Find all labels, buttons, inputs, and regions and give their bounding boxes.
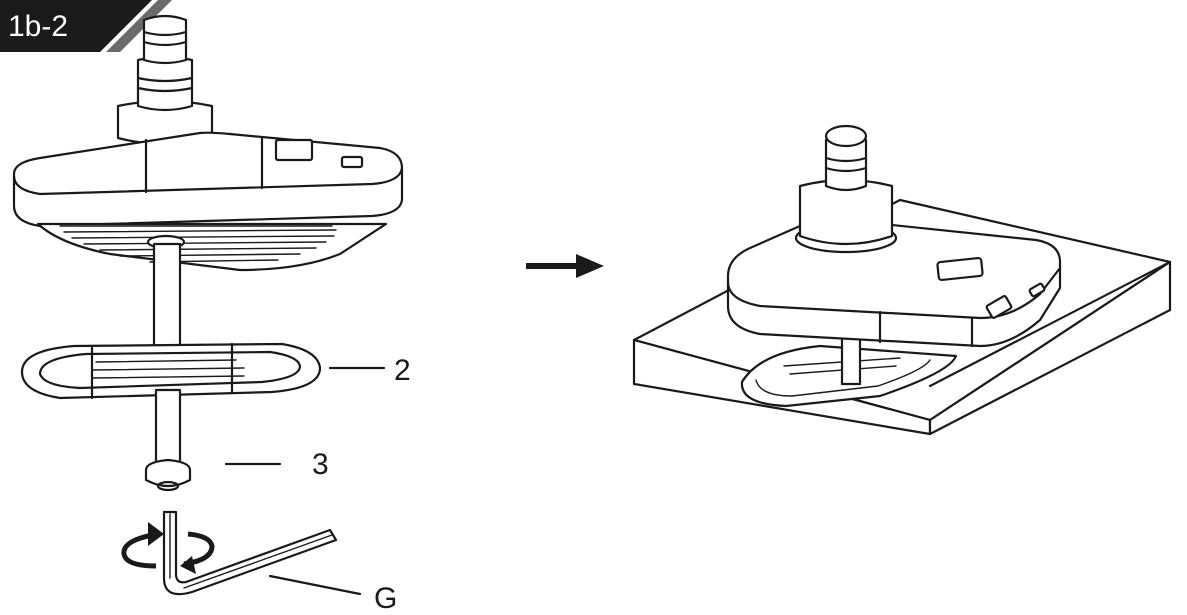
assembled-base xyxy=(726,218,1062,348)
hex-key xyxy=(162,510,338,596)
assembled-button-icon xyxy=(936,256,984,282)
threaded-rod xyxy=(146,234,186,354)
assembled-rod xyxy=(840,334,862,386)
callout-label-hex-key: G xyxy=(374,582,397,615)
mount-base xyxy=(12,131,404,272)
mount-post xyxy=(116,14,214,146)
arrow-right-icon xyxy=(526,254,604,278)
callout-leader-hex-key xyxy=(268,574,362,596)
usbc-port-icon xyxy=(340,155,364,169)
step-label: 1b-2 xyxy=(8,10,68,43)
usb-port-icon xyxy=(274,138,314,162)
rotate-arrows-icon xyxy=(121,522,215,574)
assembled-usbc-port-icon xyxy=(1028,282,1046,298)
assembled-post xyxy=(794,124,898,254)
washer-plate xyxy=(20,342,322,400)
bolt-screw xyxy=(144,388,192,492)
callout-label-washer: 2 xyxy=(394,354,411,387)
callout-label-screw: 3 xyxy=(312,448,329,481)
assembled-view xyxy=(632,124,1172,436)
assembled-usb-port-icon xyxy=(985,295,1013,319)
exploded-view: 2 3 G xyxy=(12,14,411,615)
step-badge: 1b-2 xyxy=(0,0,172,52)
